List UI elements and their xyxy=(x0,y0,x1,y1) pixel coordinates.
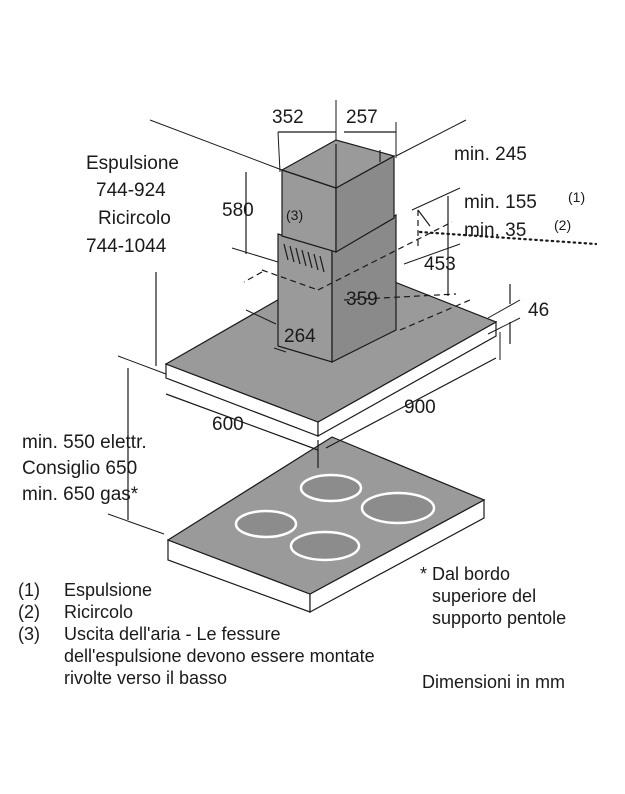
air-outlet-marker: (3) xyxy=(286,207,303,223)
cooking-zone xyxy=(289,530,361,562)
legend: (1) Espulsione (2) Ricircolo (3) Uscita … xyxy=(18,580,375,688)
side-labels: Espulsione 744-924 Ricircolo 744-1044 (3… xyxy=(22,153,303,505)
units-note: Dimensioni in mm xyxy=(422,672,565,692)
dim-453: 453 xyxy=(424,254,456,275)
dim-352: 352 xyxy=(272,107,304,128)
legend-text-1: Espulsione xyxy=(64,580,152,600)
dim-257: 257 xyxy=(346,107,378,128)
dimension-values: 352 257 580 min. 245 min. 155 (1) min. 3… xyxy=(212,107,585,435)
dim-359: 359 xyxy=(346,289,378,310)
legend-text-2: Ricircolo xyxy=(64,602,133,622)
dim-580: 580 xyxy=(222,200,254,221)
legend-num-2: (2) xyxy=(18,602,40,622)
footnote-line-2: superiore del xyxy=(432,586,536,606)
footnote: * Dal bordo superiore del supporto pento… xyxy=(420,564,566,692)
dimension-lines xyxy=(107,100,598,535)
legend-cont-2: rivolte verso il basso xyxy=(64,668,227,688)
cooktop-top xyxy=(166,436,486,595)
label-ricircolo-range: 744-1044 xyxy=(86,236,167,257)
legend-num-1: (1) xyxy=(18,580,40,600)
air-outlet-slots xyxy=(283,243,325,273)
dim-min-35: min. 35 xyxy=(464,220,526,241)
cooking-zone xyxy=(299,473,363,503)
legend-num-3: (3) xyxy=(18,624,40,644)
cooktop xyxy=(166,436,486,614)
chimney xyxy=(243,139,453,363)
marker-2: (2) xyxy=(554,217,571,233)
cooking-zone xyxy=(234,509,298,539)
footnote-line-3: supporto pentole xyxy=(432,608,566,628)
marker-1: (1) xyxy=(568,189,585,205)
dim-46: 46 xyxy=(528,300,549,321)
upper-chimney-top xyxy=(280,139,396,189)
dim-min-245: min. 245 xyxy=(454,144,527,165)
label-espulsione-range: 744-924 xyxy=(96,180,166,201)
dim-600: 600 xyxy=(212,414,244,435)
legend-text-3: Uscita dell'aria - Le fessure xyxy=(64,624,281,644)
dim-900: 900 xyxy=(404,397,436,418)
label-espulsione: Espulsione xyxy=(86,153,179,174)
cooking-zone xyxy=(360,491,436,525)
footnote-line-1: * Dal bordo xyxy=(420,564,510,584)
dim-264: 264 xyxy=(284,326,316,347)
label-min-650-gas: min. 650 gas* xyxy=(22,484,139,505)
label-ricircolo: Ricircolo xyxy=(98,208,171,229)
label-min-550: min. 550 elettr. xyxy=(22,432,147,453)
legend-cont-1: dell'espulsione devono essere montate xyxy=(64,646,375,666)
label-consiglio: Consiglio 650 xyxy=(22,458,137,479)
dim-min-155: min. 155 xyxy=(464,192,537,213)
